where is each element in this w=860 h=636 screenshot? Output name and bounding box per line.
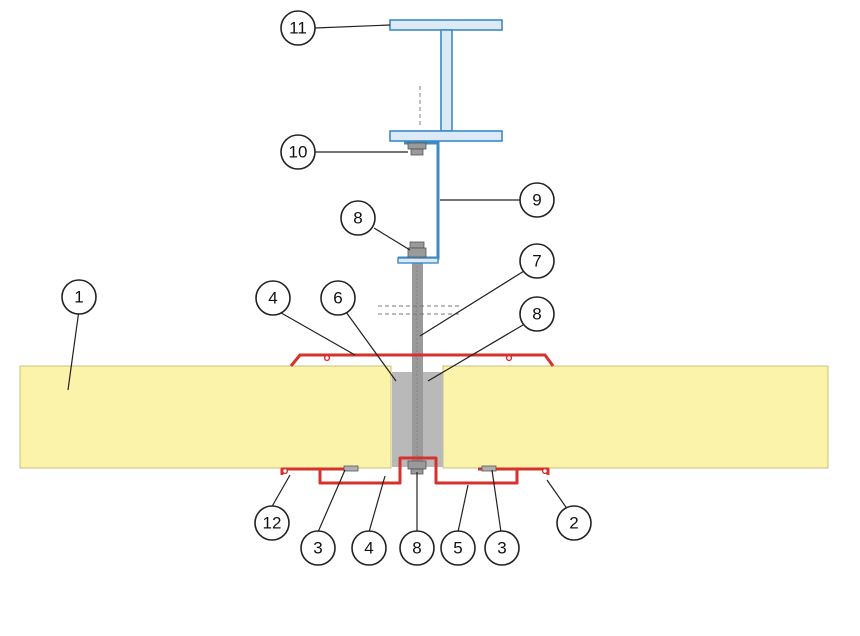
callout-8-right: 8 (519, 296, 555, 332)
svg-text:3: 3 (313, 539, 322, 558)
callout-11: 11 (280, 10, 316, 46)
panel-right (442, 365, 829, 469)
beam-web (440, 29, 453, 132)
callout-8-lower: 8 (399, 530, 435, 566)
sealant-right (423, 372, 443, 467)
svg-text:4: 4 (268, 289, 277, 308)
svg-text:3: 3 (497, 539, 506, 558)
rod-body (412, 262, 423, 469)
callout-10: 10 (280, 134, 316, 170)
svg-text:8: 8 (412, 539, 421, 558)
angle-flashing-left (280, 467, 355, 475)
beam-top-flange (389, 19, 503, 31)
callout-8-upper: 8 (340, 200, 376, 236)
panel-left (19, 365, 392, 469)
callout-4-lower: 4 (351, 530, 387, 566)
svg-text:8: 8 (353, 209, 362, 228)
nut-8-upper (407, 241, 427, 258)
callout-4-upper: 4 (255, 280, 291, 316)
flashings (280, 353, 555, 485)
sandwich-panels (19, 365, 829, 469)
sealant-left (392, 372, 412, 467)
bolt-10 (407, 142, 427, 156)
callout-7: 7 (519, 243, 555, 279)
svg-text:2: 2 (569, 514, 578, 533)
beam-bottom-flange (389, 130, 503, 142)
callout-1: 1 (61, 279, 97, 315)
callout-3-left: 3 (300, 530, 336, 566)
steel-i-beam (389, 19, 503, 142)
svg-text:9: 9 (532, 191, 541, 210)
svg-text:7: 7 (532, 252, 541, 271)
bracket-profile (398, 141, 440, 260)
top-cap-flashing (289, 353, 555, 367)
leader-lines (67, 24, 569, 533)
callout-9: 9 (519, 182, 555, 218)
callout-5: 5 (440, 530, 476, 566)
svg-text:6: 6 (333, 289, 342, 308)
svg-text:1: 1 (74, 288, 83, 307)
callout-12: 12 (254, 505, 290, 541)
angle-flashing-right (478, 467, 550, 475)
callout-2: 2 (556, 505, 592, 541)
svg-text:10: 10 (289, 143, 308, 162)
bottom-channel-flashing (318, 456, 519, 485)
svg-text:5: 5 (453, 539, 462, 558)
svg-text:8: 8 (532, 305, 541, 324)
svg-text:12: 12 (263, 514, 282, 533)
screws (343, 465, 497, 472)
svg-text:4: 4 (364, 539, 373, 558)
threaded-rod (412, 262, 423, 469)
callout-6: 6 (320, 280, 356, 316)
joint-sealant (392, 372, 443, 467)
bracket-bottom-plate (397, 257, 439, 264)
construction-lines (378, 86, 462, 315)
rivets (281, 354, 549, 475)
callout-3-right: 3 (484, 530, 520, 566)
svg-text:11: 11 (289, 19, 307, 38)
